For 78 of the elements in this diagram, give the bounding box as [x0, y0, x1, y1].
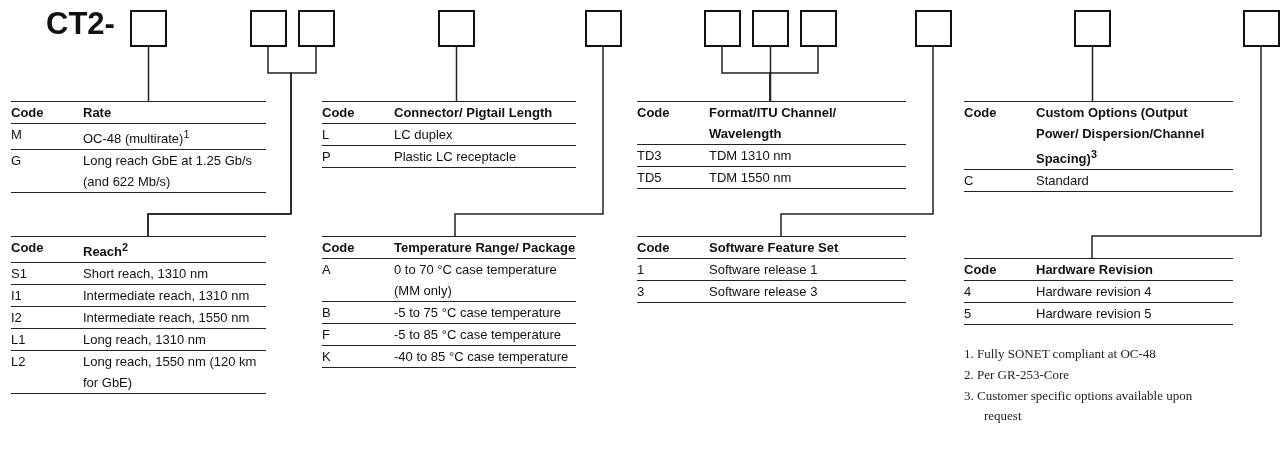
code-text: 5 [964, 305, 973, 323]
code-box [1243, 10, 1280, 47]
code-text: 1 [637, 261, 646, 279]
description-text: Long reach, 1550 nm (120 km for GbE) [83, 353, 258, 393]
description-text: 0 to 70 °C case temperature (MM only) [394, 261, 558, 300]
code-text: TD5 [637, 169, 663, 187]
description-text: Software release 3 [709, 283, 819, 301]
description-text: Intermediate reach, 1310 nm [83, 287, 251, 306]
description-text: Software release 1 [709, 261, 819, 279]
code-box [800, 10, 837, 47]
code-box [704, 10, 741, 47]
description-text: Intermediate reach, 1550 nm [83, 309, 251, 328]
connector-line [1091, 46, 1094, 102]
code-text: TD3 [637, 147, 663, 165]
column-heading: Code [11, 239, 45, 257]
part-number-prefix: CT2- [46, 6, 115, 42]
connector-line [1091, 46, 1262, 259]
code-text: I1 [11, 287, 23, 306]
code-box [250, 10, 287, 47]
code-text: C [964, 172, 975, 191]
description-text: TDM 1310 nm [709, 147, 793, 165]
code-box [298, 10, 335, 47]
code-text: I2 [11, 309, 23, 328]
code-box [752, 10, 789, 47]
code-box [1074, 10, 1111, 47]
code-text: S1 [11, 265, 28, 284]
description-text: Short reach, 1310 nm [83, 265, 210, 284]
code-box [915, 10, 952, 47]
connector-line [769, 46, 819, 102]
description-text: Hardware revision 4 [1036, 283, 1153, 301]
column-heading: Code [964, 261, 998, 279]
code-text: M [11, 126, 23, 144]
column-heading: Code [964, 104, 998, 122]
description-text: TDM 1550 nm [709, 169, 793, 187]
connector-line [780, 46, 934, 237]
column-heading: Reach$^{2}$ [83, 240, 130, 262]
connector-line [454, 46, 604, 237]
column-heading: Connector/ Pigtail Length [394, 104, 554, 122]
code-text: P [322, 148, 332, 166]
code-text: 4 [964, 283, 973, 301]
description-text: Hardware revision 5 [1036, 305, 1153, 323]
description-text: Standard [1036, 172, 1090, 191]
column-heading: Software Feature Set [709, 239, 840, 257]
description-text: -40 to 85 °C case temperature [394, 348, 570, 366]
code-box [585, 10, 622, 47]
description-text: -5 to 85 °C case temperature [394, 326, 563, 344]
footnote: 1. Fully SONET compliant at OC-48 [964, 345, 1157, 363]
code-text: K [322, 348, 332, 366]
footnote: 2. Per GR-253-Core [964, 366, 1071, 384]
description-text: OC-48 (multirate)$^{1}$ [83, 127, 191, 149]
description-text: -5 to 75 °C case temperature [394, 304, 563, 322]
code-text: B [322, 304, 332, 322]
description-text: LC duplex [394, 126, 454, 144]
column-heading: Hardware Revision [1036, 261, 1155, 279]
column-heading: Temperature Range/ Package [394, 239, 576, 257]
footnote: 3. Customer specific options available upon request [964, 387, 1194, 425]
column-heading: Code [637, 104, 671, 122]
connector-line [147, 46, 150, 102]
column-heading: Custom Options (Output Power/ Dispersion/Channel Spacing)$^{3}$ [1036, 104, 1206, 169]
code-box [438, 10, 475, 47]
column-heading: Code [11, 104, 45, 122]
column-heading: Format/ITU Channel/ Wavelength [709, 104, 838, 143]
code-box [130, 10, 167, 47]
description-text: Plastic LC receptacle [394, 148, 518, 166]
connector-line [455, 46, 458, 102]
code-text: F [322, 326, 331, 344]
code-text: L1 [11, 331, 27, 350]
code-text: G [11, 152, 23, 171]
code-text: A [322, 261, 332, 279]
description-text: Long reach, 1310 nm [83, 331, 207, 350]
description-text: Long reach GbE at 1.25 Gb/s (and 622 Mb/s) [83, 152, 254, 192]
column-heading: Code [637, 239, 671, 257]
code-text: L2 [11, 353, 27, 372]
column-heading: Code [322, 104, 356, 122]
code-text: 3 [637, 283, 646, 301]
column-heading: Code [322, 239, 356, 257]
code-text: L [322, 126, 331, 144]
column-heading: Rate [83, 104, 113, 122]
